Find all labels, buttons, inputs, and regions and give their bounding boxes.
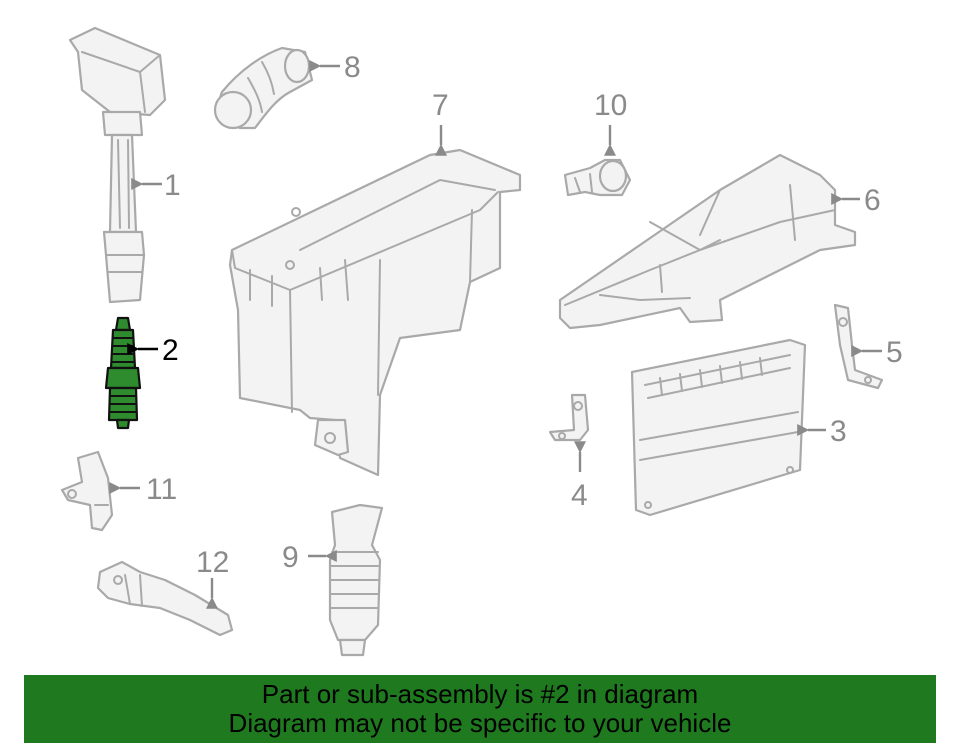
callout-9: 9 [282,541,299,574]
cover-part-6[interactable] [558,153,857,330]
spark-plug-part[interactable] [104,316,142,430]
banner-line-disclaimer: Diagram may not be specific to your vehi… [228,708,732,738]
ignition-coil-part[interactable] [68,26,167,304]
callout-4: 4 [571,479,588,512]
callout-5: 5 [886,336,903,369]
callout-1: 1 [164,169,181,202]
callout-7: 7 [432,89,449,122]
part-info-banner: Part or sub-assembly is #2 in diagram Di… [24,675,936,743]
crank-sensor-part-12[interactable] [96,560,234,637]
relay-box-housing-part[interactable] [228,148,522,477]
callout-10: 10 [594,89,627,122]
coil-pack-part-9[interactable] [328,503,384,657]
exploded-parts-diagram: 1 2 3 4 5 6 7 8 9 10 11 12 [60,26,903,657]
sensor-part-10[interactable] [563,158,632,197]
callout-leaders [109,60,882,609]
callout-6: 6 [864,184,881,217]
position-sensor-part-11[interactable] [60,450,114,532]
callout-12: 12 [196,546,229,579]
callout-3: 3 [830,415,847,448]
callout-2: 2 [162,334,179,367]
engine-control-module-part[interactable] [630,338,807,517]
callout-11: 11 [146,473,177,506]
banner-line-part-number: Part or sub-assembly is #2 in diagram [261,679,699,709]
callout-8: 8 [344,51,361,84]
intake-hose-part[interactable] [213,46,314,130]
bracket-part-4[interactable] [548,393,590,442]
callout-labels: 1 2 3 4 5 6 7 8 9 10 11 12 [146,51,903,579]
bracket-part-5[interactable] [833,303,884,390]
